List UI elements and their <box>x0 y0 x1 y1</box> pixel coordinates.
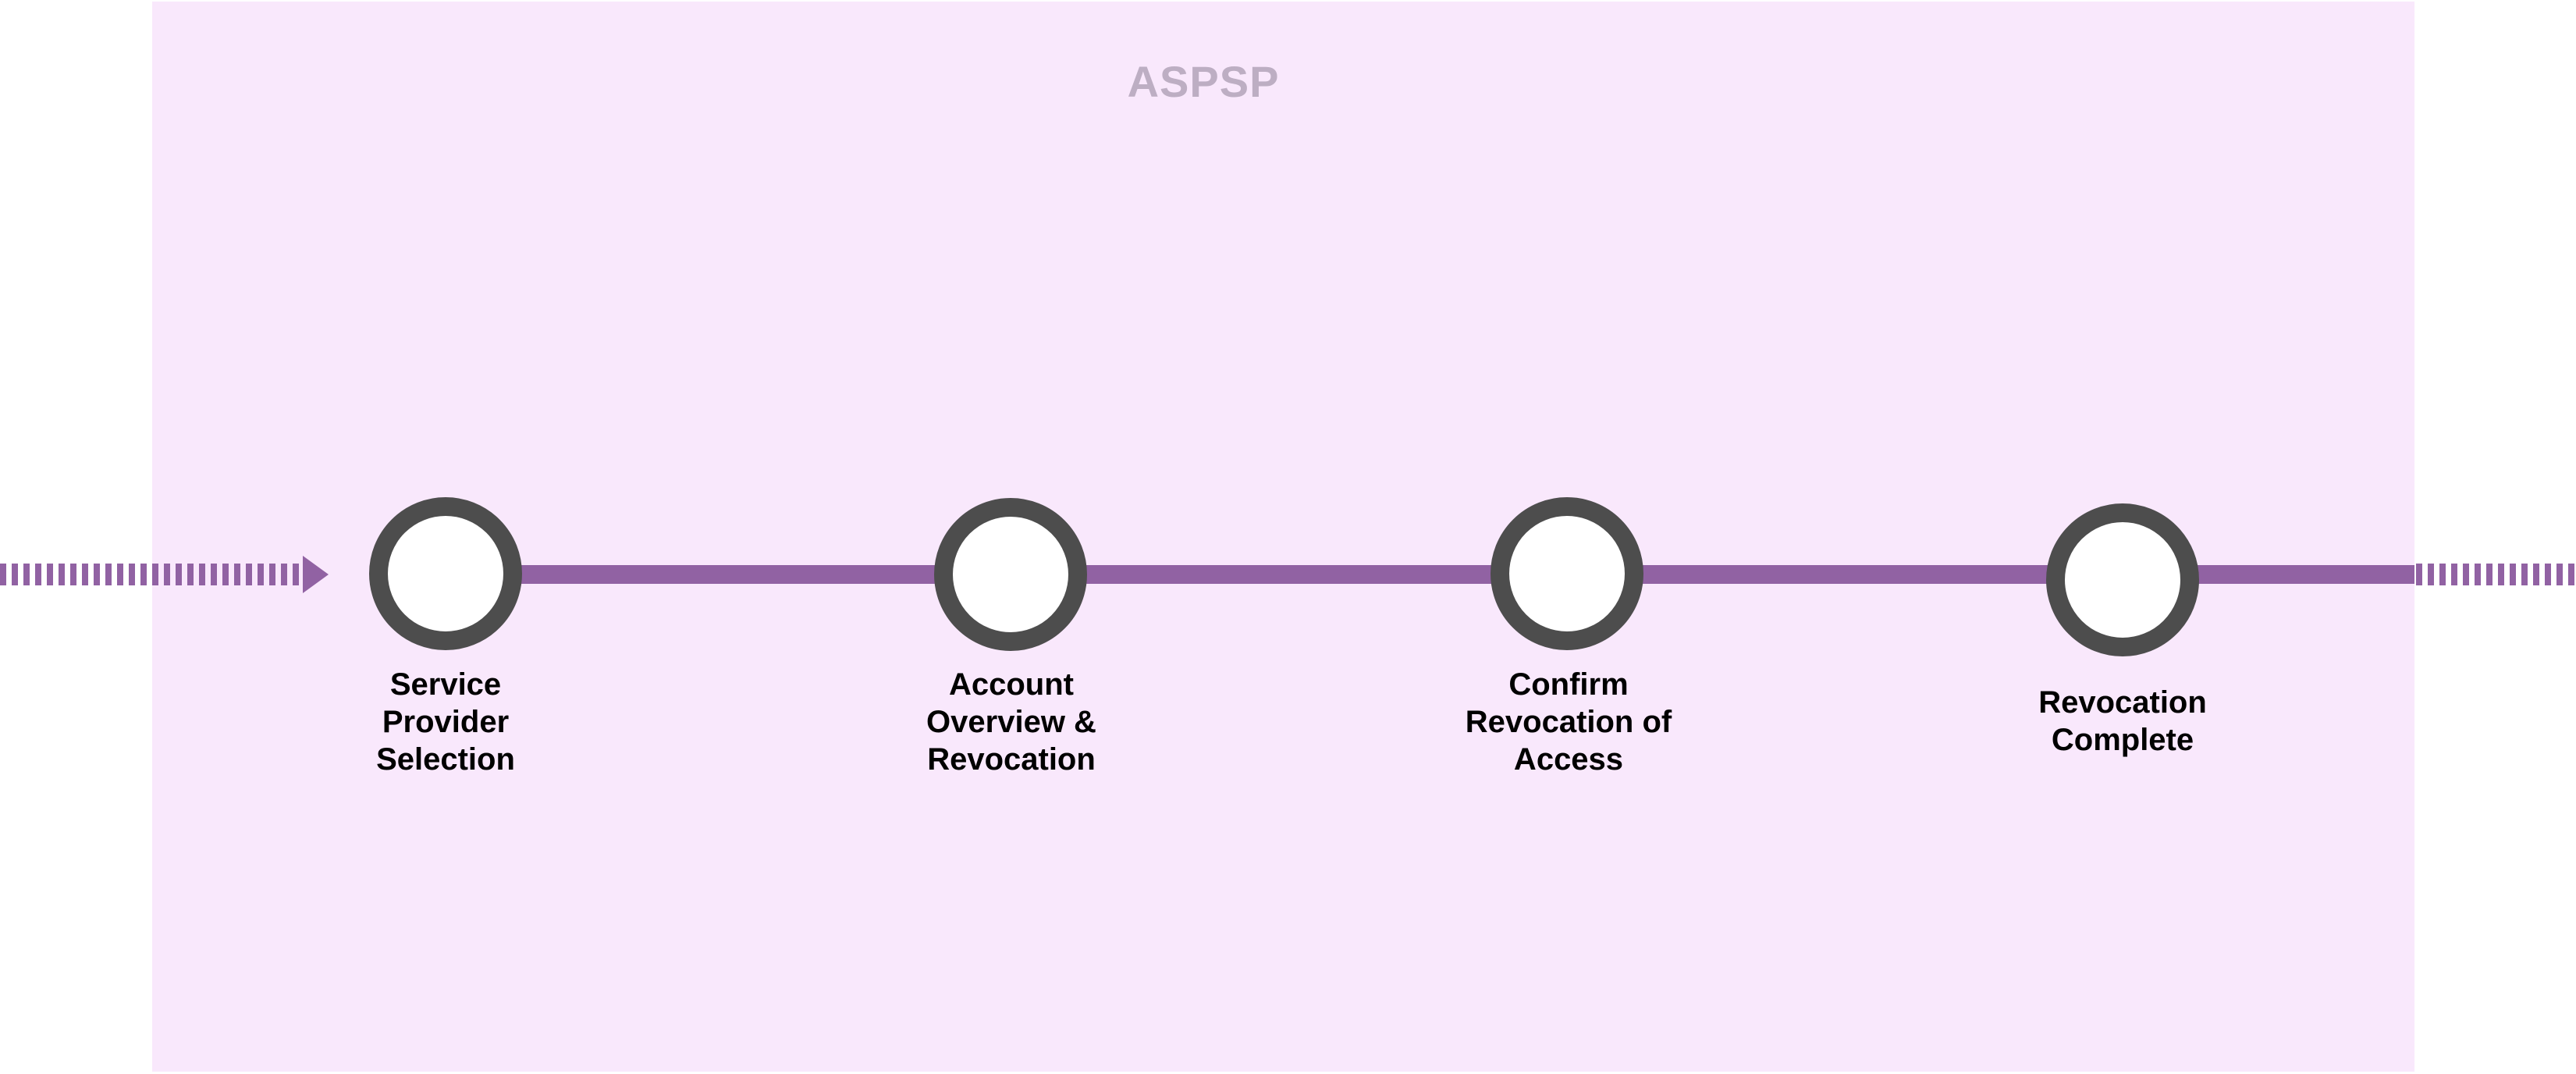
aspsp-swimlane <box>152 2 2414 1072</box>
outgoing-dashed-connector <box>2416 564 2576 585</box>
step-node-service-provider-selection <box>369 497 522 650</box>
step-node-confirm-revocation <box>1491 497 1643 650</box>
step-label-account-overview-revocation: Account Overview & Revocation <box>926 667 1096 777</box>
step-label-service-provider-selection: Service Provider Selection <box>376 667 515 777</box>
incoming-arrowhead-icon <box>303 556 329 593</box>
step-label-confirm-revocation: Confirm Revocation of Access <box>1465 667 1672 777</box>
swimlane-title: ASPSP <box>1127 57 1280 106</box>
step-node-account-overview-revocation <box>934 498 1087 651</box>
step-label-revocation-complete: Revocation Complete <box>2038 685 2207 757</box>
incoming-dashed-connector <box>0 564 303 585</box>
step-node-revocation-complete <box>2046 503 2199 656</box>
